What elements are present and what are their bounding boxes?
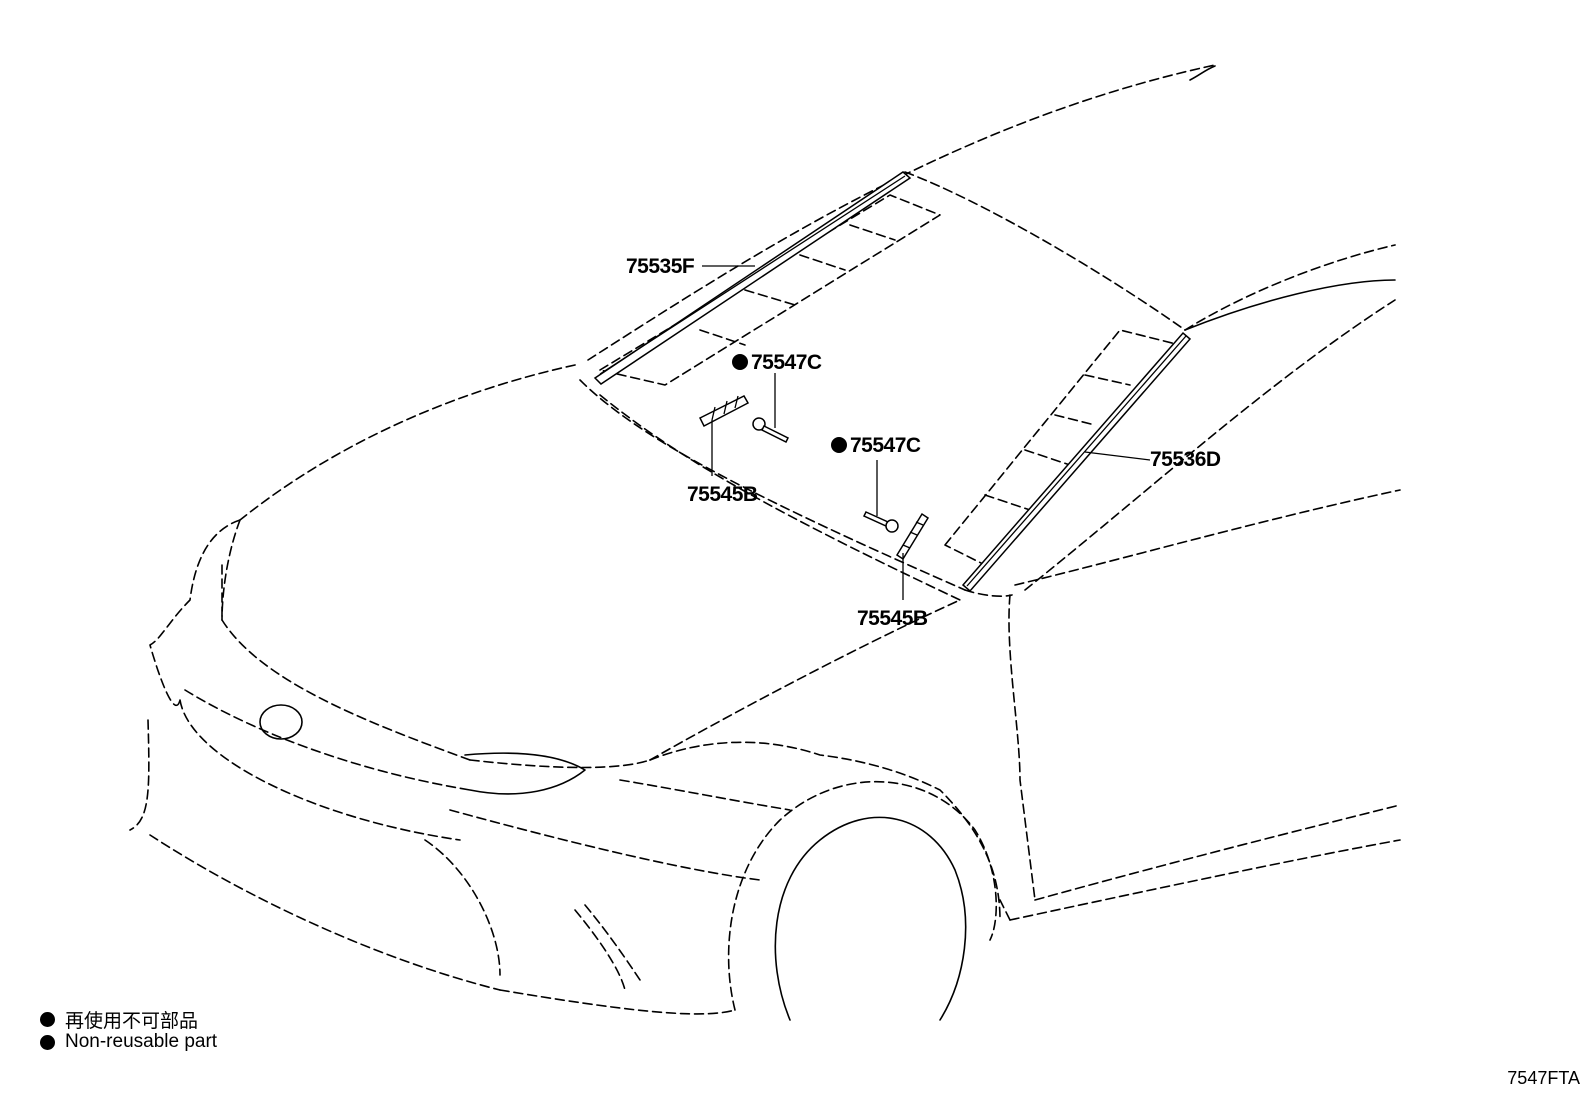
clip-right	[895, 512, 930, 561]
car-body-outline	[129, 64, 1401, 1021]
leader-lines	[702, 265, 1151, 600]
legend-non-reusable-en: Non-reusable part	[40, 1031, 217, 1053]
rivet-left	[752, 417, 790, 444]
callout-75535F: 75535F	[626, 255, 695, 278]
pillar-molding-right	[961, 331, 1192, 593]
callout-75545B-upper: 75545B	[687, 483, 758, 506]
legend-jp-text: 再使用不可部品	[65, 1011, 199, 1032]
callout-75536D: 75536D	[1150, 448, 1221, 471]
rivet-right	[862, 511, 899, 533]
filled-circle-icon	[40, 1012, 55, 1027]
non-reusable-marker-icon	[732, 354, 748, 370]
legend-non-reusable-jp: 再使用不可部品	[40, 1006, 198, 1033]
callout-75547C-lower: 75547C	[850, 434, 921, 457]
clip-left	[698, 395, 750, 428]
illustration-code: 7547FTA	[1507, 1068, 1580, 1088]
pillar-molding-left	[593, 171, 912, 385]
filled-circle-icon	[40, 1034, 55, 1050]
callout-75545B-lower: 75545B	[857, 607, 928, 630]
callout-75547C-upper: 75547C	[751, 351, 822, 374]
non-reusable-marker-icon	[831, 437, 847, 453]
legend-en-text: Non-reusable part	[65, 1031, 218, 1052]
windshield-glass-outline	[599, 194, 1181, 566]
